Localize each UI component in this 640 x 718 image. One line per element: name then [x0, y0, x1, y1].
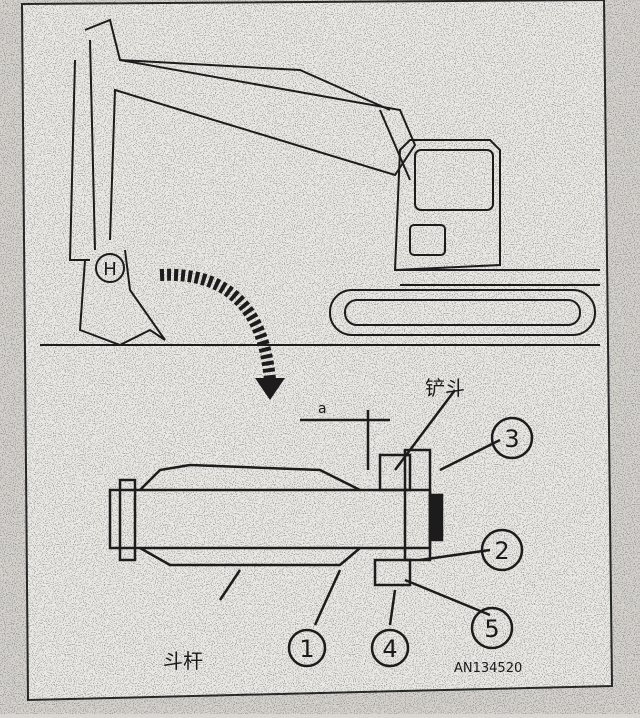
callout-4: 4 [382, 635, 397, 663]
dimension-label: a [318, 401, 327, 417]
print-speckle [22, 0, 612, 700]
detail-arrow-head [255, 378, 285, 400]
figure-code: AN134520 [454, 661, 522, 676]
detail-marker-circle [95, 253, 125, 283]
callout-1: 1 [299, 635, 314, 663]
detail-arrow [159, 268, 276, 381]
callout-3: 3 [504, 425, 519, 453]
pin-assembly [108, 389, 501, 626]
detail-marker-label: H [103, 259, 117, 280]
detail-marker: H [95, 253, 125, 283]
callout-5: 5 [484, 615, 499, 643]
arm-label: 斗杆 [163, 649, 203, 673]
bucket-label: 铲斗 [425, 376, 465, 400]
callout-2: 2 [494, 537, 509, 565]
callout-circles [287, 416, 534, 668]
excavator-drawing [40, 18, 600, 347]
